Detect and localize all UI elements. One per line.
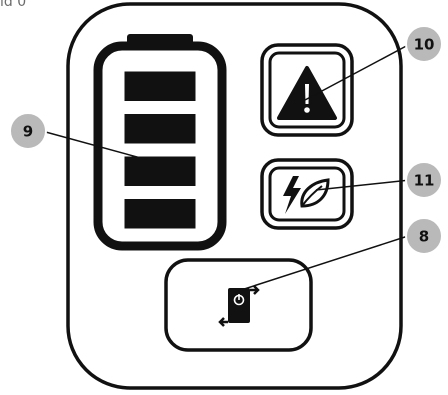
power-cycle-button[interactable]	[164, 258, 313, 352]
callout-11: 11	[405, 161, 443, 199]
leader-line-10	[304, 43, 411, 101]
battery-segments	[124, 71, 196, 229]
leader-line-11	[315, 179, 411, 191]
battery-indicator	[93, 34, 227, 251]
callout-10-label: 10	[414, 36, 435, 54]
callout-11-label: 11	[414, 172, 435, 190]
battery-segment	[124, 71, 196, 101]
callout-10: 10	[405, 25, 443, 63]
leader-line-8	[234, 235, 409, 293]
callout-8: 8	[405, 217, 443, 255]
power-cycle-icon	[218, 285, 260, 327]
leader-line-9	[41, 130, 149, 161]
battery-segment	[124, 156, 196, 186]
warning-indicator[interactable]	[260, 43, 354, 137]
battery-segment	[124, 114, 196, 144]
lightning-leaf-icon	[283, 176, 330, 214]
callout-8-label: 8	[419, 228, 429, 246]
callout-9-label: 9	[23, 123, 33, 141]
assist-mode-indicator[interactable]	[260, 158, 354, 230]
cropped-header-text: ıd 0	[0, 0, 27, 10]
warning-triangle-icon	[277, 66, 337, 120]
battery-segment	[124, 199, 196, 229]
assist-button-frame[interactable]	[260, 158, 354, 230]
callout-9: 9	[9, 112, 47, 150]
